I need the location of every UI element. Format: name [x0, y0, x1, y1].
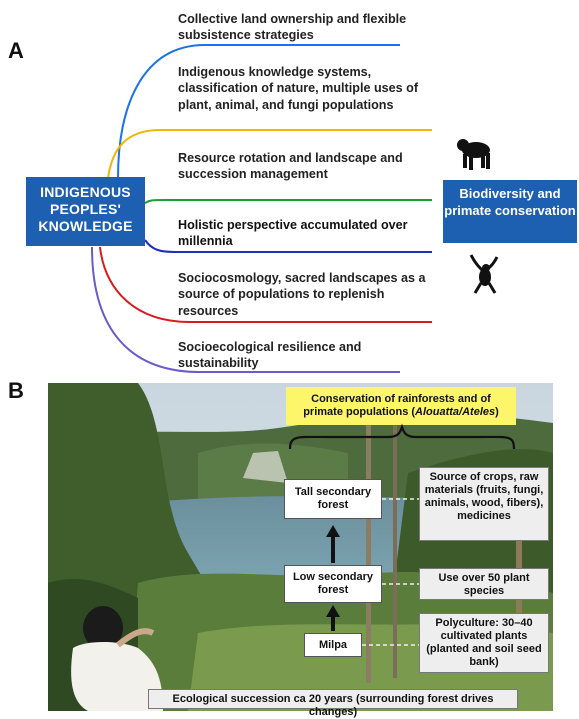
- conservation-title-box: Conservation of rainforests and of prima…: [286, 387, 516, 425]
- arrow-up-icon: [326, 605, 340, 631]
- branch-item-sociocosmology: Sociocosmology, sacred landscapes as a s…: [178, 271, 426, 318]
- curly-brace: [288, 423, 516, 450]
- tall-secondary-forest-box: Tall secondary forest: [284, 479, 382, 519]
- primate-walking-icon: [457, 139, 490, 170]
- conservation-title-line1: Conservation of rainforests and of: [311, 393, 491, 405]
- branch-item-land-ownership: Collective land ownership and flexible s…: [178, 12, 407, 43]
- branch-item-knowledge-systems: Indigenous knowledge systems, classifica…: [178, 65, 419, 112]
- branch-lines: [91, 44, 432, 373]
- crops-note: Source of crops, raw materials (fruits, …: [419, 467, 549, 541]
- indigenous-knowledge-box: INDIGENOUS PEOPLES' KNOWLEDGE: [26, 177, 145, 246]
- plant-species-note: Use over 50 plant species: [419, 568, 549, 600]
- landscape-photo: Conservation of rainforests and of prima…: [48, 383, 553, 718]
- species-names: Alouatta/Ateles: [415, 406, 496, 418]
- branch-item-resource-rotation: Resource rotation and landscape and succ…: [178, 151, 403, 182]
- panel-a-label: A: [8, 38, 24, 63]
- polyculture-note: Polyculture: 30–40 cultivated plants (pl…: [419, 613, 549, 673]
- conservation-title-line2-text: primate populations (: [303, 406, 416, 418]
- arrow-up-icon: [326, 525, 340, 563]
- conservation-box: Biodiversity and primate conservation: [443, 180, 577, 243]
- milpa-box: Milpa: [304, 633, 362, 657]
- panel-b-label: B: [8, 378, 24, 403]
- low-secondary-forest-box: Low secondary forest: [284, 565, 382, 603]
- primate-hanging-icon: [469, 254, 499, 294]
- conservation-title-end: ): [495, 406, 499, 418]
- branch-item-resilience: Socioecological resilience and sustainab…: [178, 340, 362, 371]
- succession-caption: Ecological succession ca 20 years (surro…: [148, 689, 518, 718]
- conservation-title-line2: primate populations (Alouatta/Ateles): [303, 406, 499, 419]
- dashed-connectors: [362, 498, 419, 646]
- branch-item-holistic-perspective: Holistic perspective accumulated over mi…: [178, 218, 408, 249]
